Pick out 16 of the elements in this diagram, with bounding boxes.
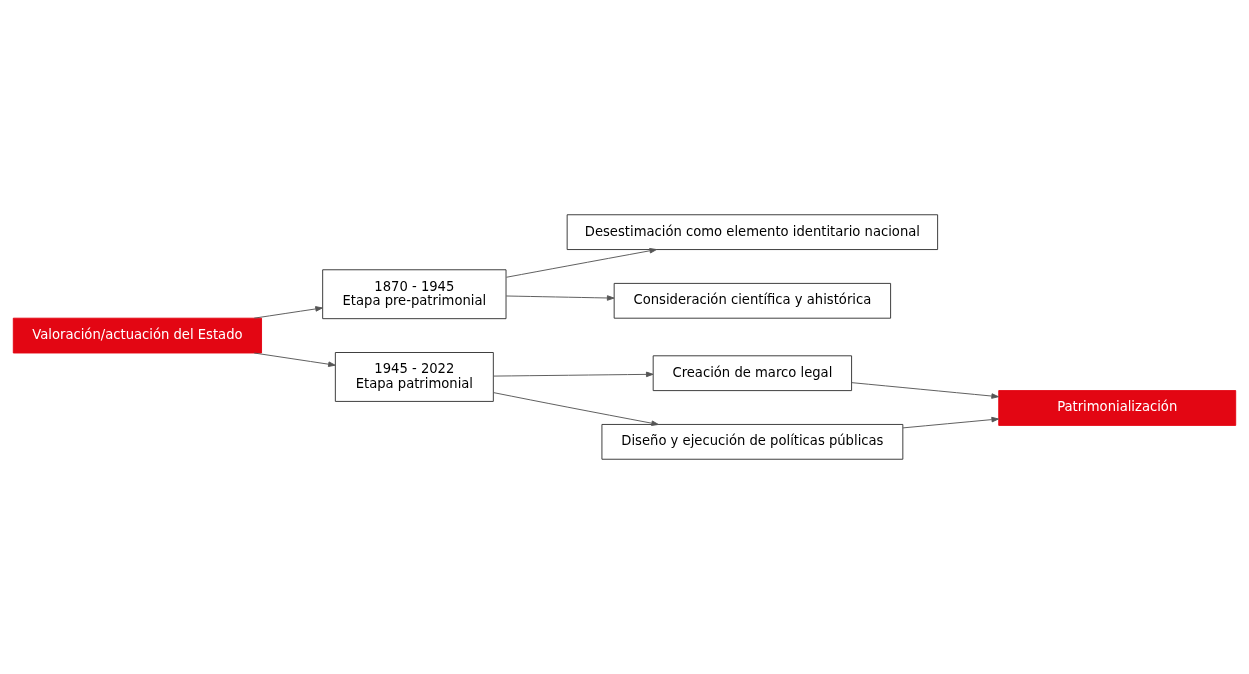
arrow [493, 371, 654, 378]
arrow [253, 352, 336, 367]
arrow [902, 416, 999, 429]
node-box: Valoración/actuación del Estado [12, 317, 262, 354]
node-box: Desestimación como elemento identitario nacional [566, 214, 939, 250]
node-box: Creación de marco legal [652, 355, 853, 392]
arrow [493, 392, 659, 426]
arrow [851, 382, 999, 399]
node-box: Patrimonialización [998, 390, 1237, 426]
arrow [253, 306, 323, 319]
node-box: 1945 - 2022 Etapa patrimonial [334, 352, 494, 402]
arrow [505, 248, 657, 278]
node-box: Consideración científica y ahistórica [613, 282, 892, 319]
arrow [505, 295, 615, 301]
node-box: 1870 - 1945 Etapa pre-patrimonial [322, 269, 507, 320]
node-box: Diseño y ejecución de políticas públicas [601, 423, 904, 460]
